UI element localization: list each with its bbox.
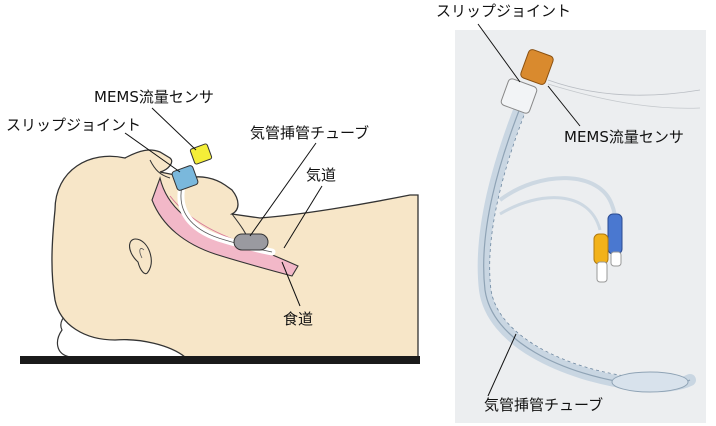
ear	[129, 238, 152, 275]
label-esophagus: 食道	[283, 310, 314, 328]
pilot-valve-blue	[607, 213, 623, 255]
slip-joint-drawing	[171, 165, 199, 191]
pilot-valve-yellow	[593, 233, 609, 265]
label-trachea: 気道	[306, 166, 337, 184]
label-et-tube-left: 気管挿管チューブ	[250, 124, 370, 142]
label-mems-sensor-left: MEMS流量センサ	[94, 88, 214, 106]
photo-background	[455, 30, 706, 423]
photo-slip-joint	[500, 78, 538, 114]
photo-cuff	[611, 371, 689, 393]
photo-mems-sensor	[520, 49, 554, 85]
mems-sensor-drawing	[189, 143, 213, 165]
label-et-tube-right: 気管挿管チューブ	[484, 396, 604, 414]
label-mems-sensor-right: MEMS流量センサ	[564, 128, 684, 146]
label-slip-joint-left: スリップジョイント	[6, 116, 142, 134]
bed	[20, 356, 420, 364]
label-slip-joint-right: スリップジョイント	[436, 2, 572, 20]
